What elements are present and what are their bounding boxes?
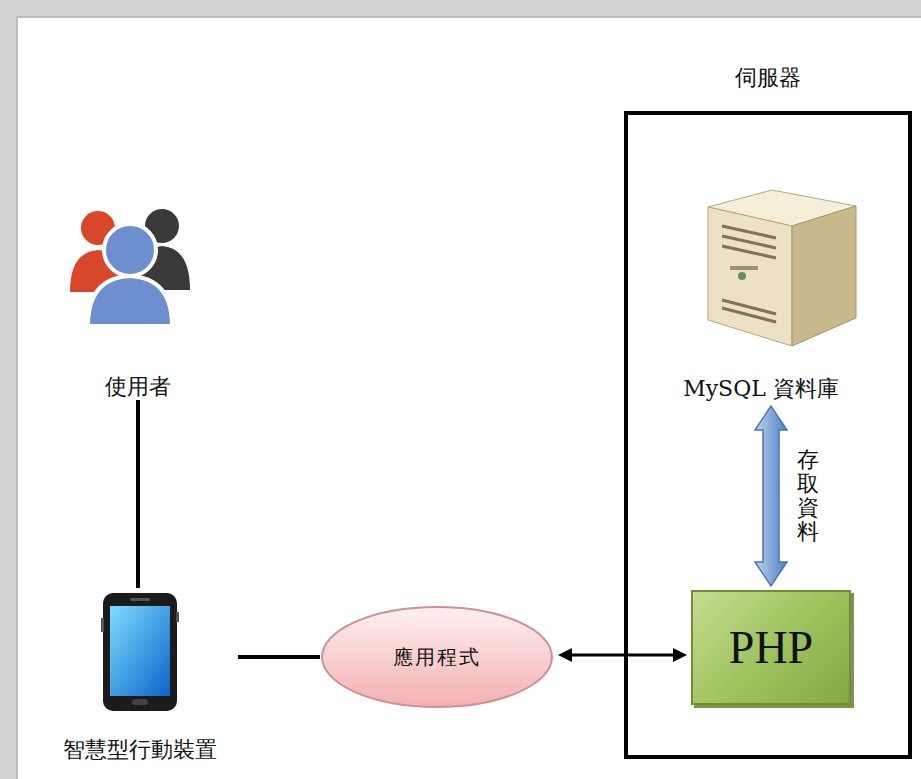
node-label: PHP: [729, 620, 813, 675]
user-icon-node: 使用者: [60, 195, 216, 400]
device-node: 智慧型行動裝置: [42, 588, 238, 763]
edge-label: 存取資料: [797, 448, 819, 545]
app-ellipse: 應用程式: [320, 605, 554, 709]
block-arrow: [755, 406, 787, 586]
node-label: 應用程式: [393, 645, 481, 669]
server-icon: [708, 190, 856, 346]
node-label: 智慧型行動裝置: [42, 737, 238, 763]
node-label: MySQL 資料庫: [658, 376, 864, 402]
double-arrow: [558, 648, 687, 662]
group-heading: 伺服器: [628, 65, 908, 91]
smartphone-icon: [101, 593, 179, 711]
link-line: [238, 657, 320, 658]
database-node: MySQL 資料庫: [658, 180, 864, 402]
php-box: PHP: [691, 590, 851, 705]
node-label: 使用者: [60, 374, 216, 400]
server-group-box: 伺服器MySQL 資料庫PHP: [624, 111, 912, 759]
link-line: [138, 400, 139, 588]
users-icon: [70, 209, 190, 326]
